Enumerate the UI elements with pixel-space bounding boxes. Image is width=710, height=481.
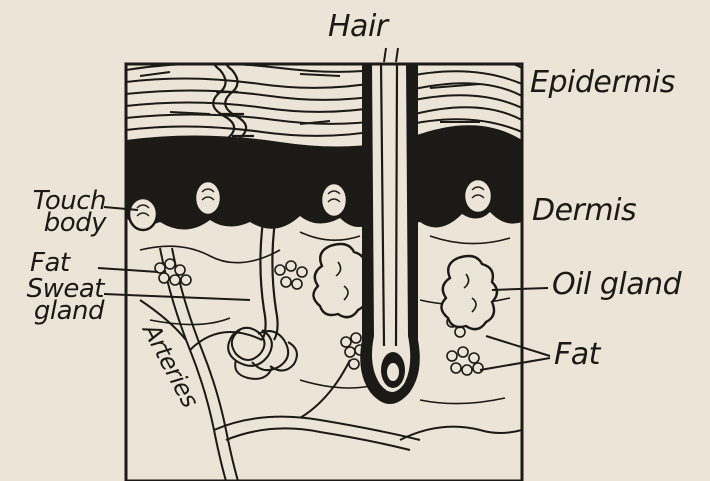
sweat-gland-coil [228,328,297,379]
label-epidermis: Epidermis [530,68,675,98]
label-oil-gland: Oil gland [552,270,681,300]
hair-follicle [360,62,420,404]
label-touch-body: Touch body [10,190,106,234]
label-fat-left: Fat [30,252,70,274]
label-fat-right: Fat [554,340,600,370]
label-dermis: Dermis [532,196,636,226]
epidermis-layer [126,55,522,136]
label-sweat-gland: Sweat gland [4,278,104,322]
dermis-dark-band [126,125,522,229]
label-hair: Hair [328,12,388,42]
hair-shaft [384,48,398,62]
